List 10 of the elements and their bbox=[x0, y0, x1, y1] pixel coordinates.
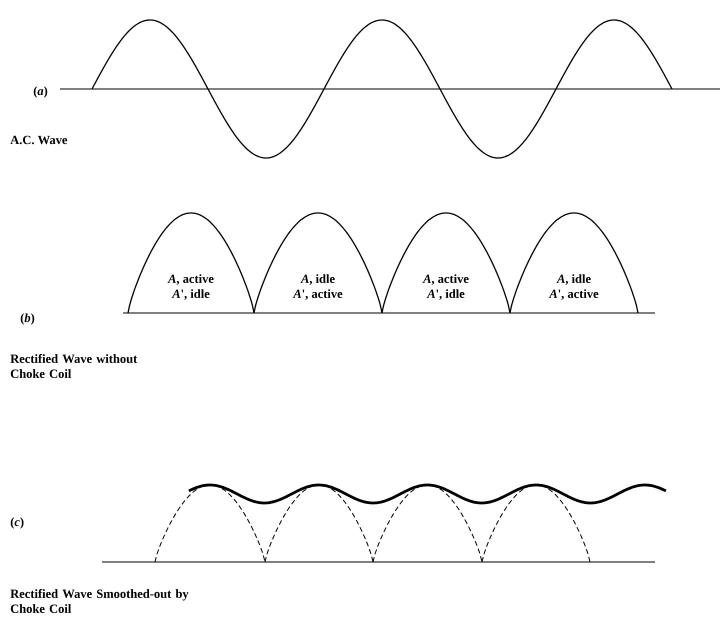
wave-arch: A, active A', idle bbox=[127, 212, 255, 314]
label: Rectified Wave Smoothed-out by Choke Coil bbox=[10, 589, 189, 613]
wave-arch: A, idle A', active bbox=[253, 212, 383, 314]
wave-arch: A, idle A', active bbox=[509, 212, 639, 314]
label: (c) bbox=[10, 517, 24, 529]
label: A.C. Wave bbox=[10, 136, 68, 144]
wave-arch: A, active A', idle bbox=[381, 212, 511, 314]
label: (a) bbox=[34, 86, 48, 98]
label: (b) bbox=[20, 313, 34, 325]
label: Rectified Wave without Choke Coil bbox=[10, 354, 138, 378]
